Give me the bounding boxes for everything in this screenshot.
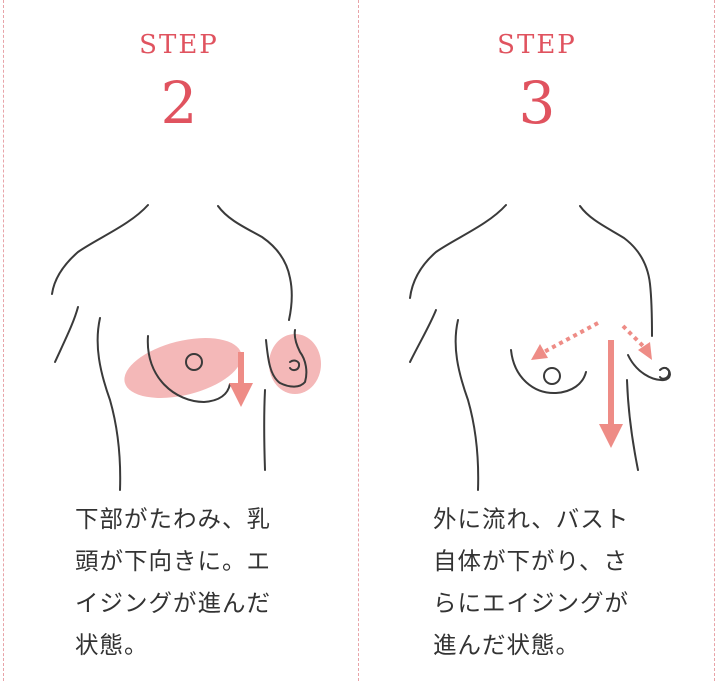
right-breast-highlight — [269, 334, 321, 394]
right-neck-shoulder — [579, 205, 653, 337]
left-neck-shoulder — [51, 204, 149, 295]
outward-left-arrow-shaft — [541, 321, 599, 355]
outward-right-arrow-head — [638, 342, 652, 360]
left-nipple — [543, 367, 561, 385]
step-number: 3 — [518, 69, 556, 137]
step-2-caption: 下部がたわみ、乳 頭が下向きに。エ イジングが進んだ 状態。 — [75, 498, 305, 666]
step-label: STEP — [497, 30, 577, 60]
right-torso — [263, 389, 266, 471]
caption-line: イジングが進んだ — [75, 589, 271, 617]
step-3-panel: STEP 3 外に流れ、バスト 自体が下がり、さ らにエイジングが — [358, 0, 716, 681]
left-torso — [96, 317, 122, 491]
caption-line: らにエイジングが — [433, 589, 629, 617]
left-arm — [54, 306, 79, 363]
right-torso — [626, 379, 639, 471]
right-edge-divider — [714, 0, 715, 681]
long-down-arrow — [599, 340, 623, 448]
down-arrow — [229, 352, 253, 407]
right-neck-shoulder — [217, 205, 293, 321]
step-label: STEP — [139, 30, 219, 60]
caption-line: 状態。 — [75, 631, 149, 659]
caption-line: 下部がたわみ、乳 — [75, 505, 271, 533]
right-nipple — [289, 359, 301, 372]
right-breast-outline — [265, 329, 308, 388]
sagging-bust-illustration — [51, 204, 321, 491]
left-breast-outline — [510, 349, 587, 395]
left-torso — [454, 319, 480, 491]
step-number: 2 — [160, 69, 198, 137]
step-2-panel: STEP 2 下部がたわみ、乳 頭が下向きに。エ イジングが進んだ 状態。 — [0, 0, 358, 681]
outward-right-arrow-shaft — [621, 324, 647, 350]
outward-sagging-bust-illustration — [409, 204, 671, 491]
left-nipple — [185, 353, 203, 371]
outward-left-arrow-head — [531, 344, 548, 360]
caption-line: 進んだ状態。 — [433, 631, 580, 659]
right-nipple — [659, 366, 671, 380]
caption-line: 頭が下向きに。エ — [75, 547, 271, 575]
step-3-caption: 外に流れ、バスト 自体が下がり、さ らにエイジングが 進んだ状態。 — [433, 498, 663, 666]
left-arm — [409, 309, 437, 363]
left-edge-divider — [3, 0, 4, 681]
caption-line: 外に流れ、バスト — [433, 505, 630, 533]
left-neck-shoulder — [409, 204, 507, 299]
caption-line: 自体が下がり、さ — [433, 547, 629, 575]
center-divider — [358, 0, 359, 681]
left-breast-outline — [146, 335, 231, 403]
left-breast-highlight — [124, 338, 242, 398]
